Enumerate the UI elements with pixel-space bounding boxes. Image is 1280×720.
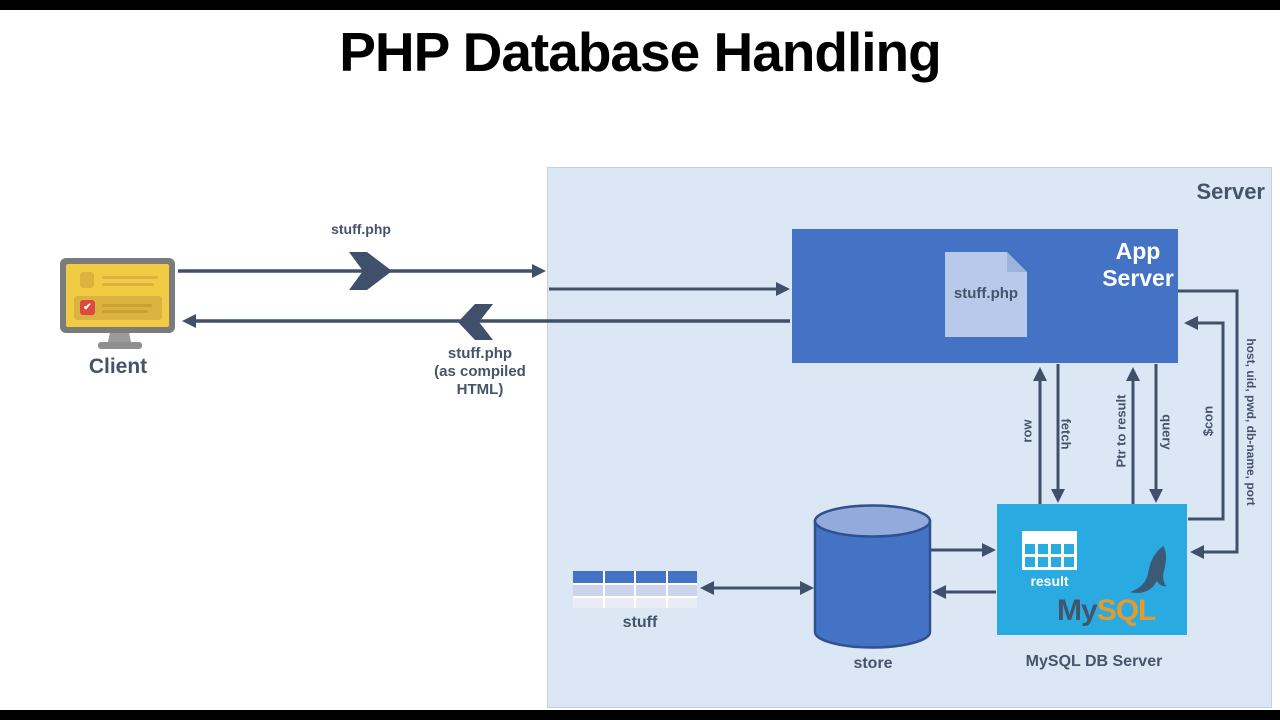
fetch-label: fetch bbox=[1058, 418, 1074, 450]
request-arrow bbox=[178, 252, 546, 290]
letterbox-top bbox=[0, 0, 1280, 10]
ptr-to-result-arrow bbox=[1126, 367, 1140, 504]
form-field-icon bbox=[80, 272, 94, 288]
document-filename: stuff.php bbox=[953, 285, 1019, 302]
store-label: store bbox=[853, 655, 893, 672]
request-chevron-icon bbox=[349, 252, 392, 290]
credentials-label: host, uid, pwd, db-name, port bbox=[1244, 338, 1258, 506]
text-line-icon bbox=[102, 276, 158, 279]
mysql-logo-sql: SQL bbox=[1096, 594, 1157, 627]
mysql-store-arrow bbox=[932, 585, 996, 599]
query-label: query bbox=[1159, 414, 1175, 450]
row-label: row bbox=[1019, 419, 1035, 443]
letterbox-bottom bbox=[0, 710, 1280, 720]
document-icon: stuff.php bbox=[945, 252, 1027, 337]
con-label: $con bbox=[1200, 405, 1216, 437]
response-arrow bbox=[182, 304, 790, 340]
mysql-server-caption: MySQL DB Server bbox=[1025, 653, 1163, 670]
app-server-label: App Server bbox=[1102, 238, 1174, 291]
store-cylinder-icon bbox=[813, 504, 932, 649]
query-arrow bbox=[1149, 364, 1163, 503]
mysql-logo-my: My bbox=[1057, 594, 1098, 627]
result-table-icon bbox=[1022, 531, 1077, 570]
server-panel-label: Server bbox=[1196, 179, 1265, 204]
checkbox-checked-icon: ✔ bbox=[80, 300, 95, 315]
row-arrow bbox=[1033, 367, 1047, 504]
mysql-dolphin-icon bbox=[1129, 546, 1167, 593]
request-inner-arrow bbox=[549, 282, 790, 296]
result-label: result bbox=[1030, 573, 1069, 589]
client-monitor-icon: ✔ bbox=[60, 258, 175, 333]
text-line-icon bbox=[102, 283, 154, 286]
ptr-to-result-label: Ptr to result bbox=[1113, 394, 1129, 468]
text-line-icon bbox=[102, 310, 148, 313]
con-arrow bbox=[1184, 316, 1225, 521]
response-chevron-icon bbox=[458, 304, 493, 340]
stuff-table-icon bbox=[573, 571, 697, 608]
monitor-stand-neck bbox=[108, 333, 131, 342]
stuff-store-arrow bbox=[700, 581, 814, 595]
monitor-stand-base bbox=[98, 342, 142, 349]
fetch-arrow bbox=[1051, 364, 1065, 503]
monitor-screen: ✔ bbox=[66, 264, 169, 327]
mysql-logo: MySQL bbox=[1057, 594, 1157, 628]
request-label: stuff.php bbox=[331, 221, 391, 237]
stuff-table-label: stuff bbox=[622, 614, 658, 631]
form-banner: ✔ bbox=[74, 296, 162, 320]
credentials-arrow bbox=[1178, 289, 1239, 559]
store-mysql-arrow bbox=[931, 543, 996, 557]
client-label: Client bbox=[88, 355, 148, 378]
page-title: PHP Database Handling bbox=[339, 21, 941, 83]
mysql-server-box: result MySQL bbox=[997, 504, 1187, 635]
response-label: stuff.php (as compiled HTML) bbox=[434, 345, 526, 398]
text-line-icon bbox=[102, 304, 152, 307]
